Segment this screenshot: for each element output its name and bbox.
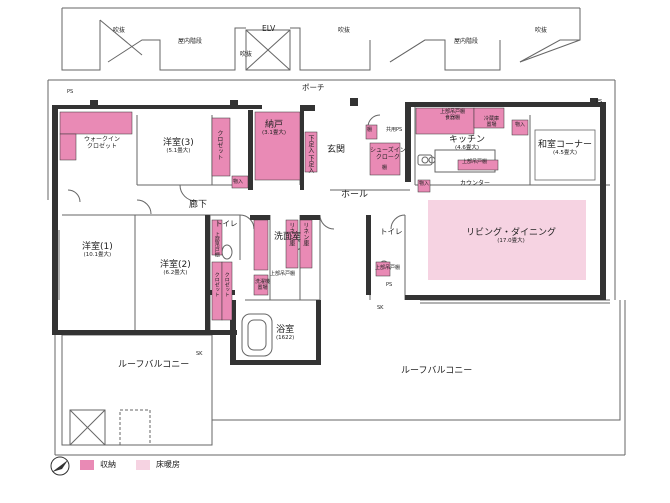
label-closet3: クロゼット (215, 130, 223, 160)
legend-storage-label: 収納 (100, 460, 116, 469)
label-irimono1: 物入 (233, 179, 244, 185)
label-nando: 納戸(3.1畳大) (262, 120, 287, 137)
label-rouka: 廊下 (189, 200, 208, 210)
label-fukinuke-1: 吹抜 (113, 27, 126, 34)
label-fukinuke-2: 吹抜 (240, 51, 253, 58)
label-laundry: 洗濯機 置場 (255, 279, 271, 291)
label-linen1: リネン庫 (287, 222, 295, 246)
label-genkan: 玄関 (327, 145, 346, 155)
floor-heating-areas (428, 200, 586, 280)
label-washitsu: 和室コーナー(4.5畳大) (538, 140, 593, 157)
label-upper-shelf: 上部吊戸棚 食器棚 (440, 109, 466, 121)
label-ps-right: PS (596, 99, 603, 105)
label-ps-left: PS (67, 89, 74, 95)
label-walkin-closet: ウォークイン クロゼット (84, 136, 121, 150)
label-upper-shelf4: 上部吊戸棚 (375, 265, 401, 271)
label-fridge: 冷蔵庫 置場 (484, 116, 500, 128)
label-porch: ポーチ (302, 83, 325, 92)
label-upper-shelf3: 上部吊戸棚 (213, 232, 220, 257)
label-senmen-upper: 上部吊戸棚 (270, 271, 296, 277)
label-tana: 棚 (367, 127, 373, 133)
label-shoes-box-1: 下足入 (306, 135, 314, 153)
label-linen2: リネン庫 (301, 222, 309, 246)
label-elv: ELV (262, 24, 276, 33)
label-yoshitsu2: 洋室(2)(6.2畳大) (160, 260, 191, 277)
label-fukinuke-3: 吹抜 (338, 27, 351, 34)
legend-floor-heating-swatch (136, 459, 150, 470)
label-roof-balcony-1: ルーフバルコニー (118, 360, 190, 370)
label-stair-2: 屋内階段 (454, 38, 479, 45)
storage-areas (59, 107, 529, 321)
label-closet2: クロゼット (223, 272, 230, 297)
label-sk1: SK (196, 351, 203, 357)
washitsu-tatami (534, 129, 596, 181)
label-fukinuke-4: 吹抜 (535, 27, 548, 34)
label-toilet1: トイレ (215, 219, 238, 228)
label-living-dining: リビング・ダイニング(17.0畳大) (466, 228, 557, 245)
north-compass (50, 456, 70, 476)
label-shoes-in-closet: シューズイン クローク (370, 147, 406, 161)
label-roof-balcony-2: ルーフバルコニー (401, 366, 473, 376)
walls (52, 98, 606, 365)
label-toilet2: トイレ (380, 227, 403, 236)
legend: 収納 床暖房 (80, 459, 180, 470)
label-kyoyo-ps: 共用PS (386, 127, 403, 133)
legend-floor-heating-label: 床暖房 (156, 460, 180, 469)
label-yoshitsu1: 洋室(1)(10.1畳大) (82, 242, 113, 259)
label-kitchen: キッチン(4.6畳大) (449, 135, 486, 152)
label-tana2: 棚 (382, 165, 388, 171)
label-sk2: SK (377, 305, 384, 311)
label-senmen: 洗面室 (274, 232, 302, 242)
label-yoshitsu3: 洋室(3)(5.1畳大) (163, 138, 194, 155)
label-shoes-box-2: 下足入 (306, 155, 314, 173)
label-irimono2: 物入 (515, 122, 526, 128)
legend-storage-swatch (80, 459, 94, 470)
label-closet1: クロゼット (213, 272, 220, 297)
label-bath: 浴室(1622) (276, 325, 295, 342)
label-stair-1: 屋内階段 (178, 38, 203, 45)
label-counter: カウンター (460, 180, 491, 187)
label-irimono3: 物入 (419, 181, 430, 187)
label-hall: ホール (341, 190, 369, 200)
label-ps-inner: PS (386, 282, 393, 288)
label-upper-shelf2: 上部吊戸棚 (462, 159, 488, 165)
